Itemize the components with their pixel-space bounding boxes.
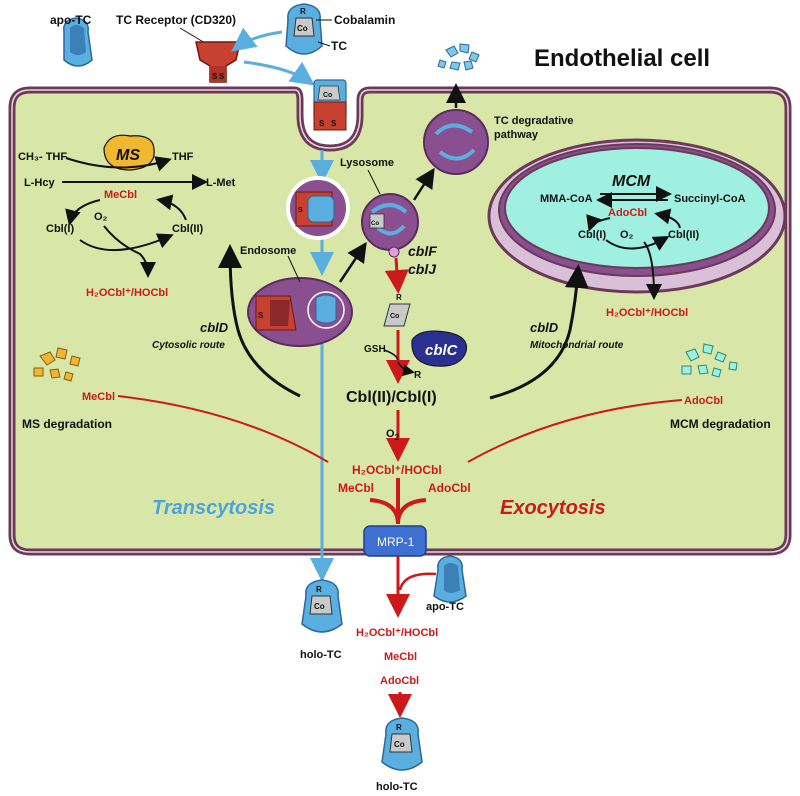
svg-text:R: R [316, 585, 322, 594]
svg-text:MS: MS [116, 147, 140, 164]
svg-text:Co: Co [394, 740, 405, 749]
mrp1-label: MRP-1 [377, 535, 415, 549]
svg-text:S: S [219, 72, 225, 81]
mcm-label: MCM [612, 173, 651, 190]
mitochondrion [487, 138, 787, 294]
svg-text:cblC: cblC [425, 342, 459, 359]
tc-receptor-icon: S S [195, 41, 241, 83]
endocytic-vesicle-icon: S [286, 176, 350, 240]
free-cobalamin-icon: R Co [383, 293, 411, 327]
ms-enzyme-icon: MS [103, 134, 155, 171]
gsh-label: GSH [364, 344, 386, 355]
ch3-thf-label: CH₃- THF [18, 151, 67, 163]
h2ocbl-cytosol-label: H₂OCbl⁺/HOCbl [86, 287, 168, 299]
h2ocbl-outside-label: H₂OCbl⁺/HOCbl [356, 627, 438, 639]
cbl-ii-i-label: Cbl(II)/Cbl(I) [346, 389, 437, 406]
cblj-label: cblJ [408, 261, 437, 277]
tc-receptor-label: TC Receptor (CD320) [116, 13, 236, 27]
svg-text:S: S [319, 119, 325, 128]
r-label: R [414, 370, 422, 381]
mma-coa-label: MMA-CoA [540, 193, 593, 205]
cblc-enzyme-icon: cblC [411, 330, 468, 367]
apo-tc-icon [63, 17, 93, 67]
transcytosis-label: Transcytosis [152, 497, 275, 519]
adocbl-mcm-label: AdoCbl [684, 395, 723, 407]
lysosome-label: Lysosome [340, 157, 394, 169]
succinyl-coa-label: Succinyl-CoA [674, 193, 746, 205]
tc-fragments-icon [437, 43, 480, 71]
mecbl-ms-label: MeCbl [82, 391, 115, 403]
cobalamin-label: Cobalamin [334, 13, 395, 27]
o2-label-center: O2 [386, 428, 400, 442]
holo-tc-left-label: holo-TC [300, 649, 342, 661]
svg-text:Co: Co [323, 92, 332, 99]
holo-tc-left-icon: Co R [301, 579, 343, 633]
tc-degradative-vesicle-icon [423, 109, 489, 175]
mcm-fragments-icon [681, 343, 738, 378]
apo-tc-right-label: apo-TC [426, 601, 464, 613]
cbl-ii-mito-label: Cbl(II) [668, 229, 699, 241]
h2ocbl-center-label: H₂OCbl⁺/HOCbl [352, 463, 442, 477]
thf-label: THF [172, 151, 194, 163]
mecbl-center-label: MeCbl [338, 481, 374, 495]
page-title: Endothelial cell [534, 45, 710, 72]
svg-text:Co: Co [297, 24, 308, 33]
svg-text:Co: Co [371, 221, 379, 227]
cblf-label: cblF [408, 243, 437, 259]
tc-degradative-label-1: TC degradative [494, 115, 573, 127]
cbld-cytosol-label: cblD [200, 320, 229, 335]
ms-degradation-label: MS degradation [22, 417, 112, 431]
holo-tc-bottom-label: holo-TC [376, 781, 418, 793]
svg-text:S: S [212, 72, 218, 81]
receptor-bound-complex-icon: Co S S [313, 79, 347, 131]
o2-mito-label: O₂ [620, 229, 634, 241]
adocbl-outside-label: AdoCbl [380, 675, 419, 687]
adocbl-mito-label: AdoCbl [608, 207, 647, 219]
lhcy-label: L-Hcy [24, 177, 55, 189]
tc-label: TC [331, 39, 347, 53]
mecbl-outside-label: MeCbl [384, 651, 417, 663]
cbl-i-cytosol-label: Cbl(I) [46, 223, 74, 235]
apo-tc-label: apo-TC [50, 13, 92, 27]
svg-text:Co: Co [314, 602, 325, 611]
ms-fragments-icon [33, 347, 81, 382]
svg-text:S: S [298, 207, 303, 214]
tc-degradative-label-2: pathway [494, 129, 539, 141]
holo-tc-bottom-icon: Co R [381, 717, 423, 771]
cobalamin-tc-complex-icon: Co R [285, 3, 323, 55]
endosome-icon: S [247, 277, 353, 347]
cbl-i-mito-label: Cbl(I) [578, 229, 606, 241]
cbl-ii-cytosol-label: Cbl(II) [172, 223, 203, 235]
lysosome-icon: Co [361, 193, 419, 258]
o2-cytosol-label: O₂ [94, 211, 108, 223]
svg-text:S: S [258, 311, 264, 320]
svg-text:S: S [331, 119, 337, 128]
h2ocbl-mito-label: H₂OCbl⁺/HOCbl [606, 307, 688, 319]
mecbl-cytosol-label: MeCbl [104, 189, 137, 201]
apo-tc-right-icon [433, 555, 467, 603]
adocbl-center-label: AdoCbl [428, 481, 471, 495]
cbld-mito-label: cblD [530, 320, 559, 335]
svg-text:R: R [396, 723, 402, 732]
svg-text:Co: Co [390, 313, 399, 320]
mito-route-label: Mitochondrial route [530, 340, 624, 351]
exocytosis-label: Exocytosis [500, 497, 606, 519]
svg-text:R: R [396, 293, 402, 302]
cytosolic-route-label: Cytosolic route [152, 340, 225, 351]
svg-text:R: R [300, 7, 306, 16]
lmet-label: L-Met [206, 177, 236, 189]
endosome-label: Endosome [240, 245, 296, 257]
mcm-degradation-label: MCM degradation [670, 417, 771, 431]
mrp1-transporter: MRP-1 [363, 525, 427, 557]
